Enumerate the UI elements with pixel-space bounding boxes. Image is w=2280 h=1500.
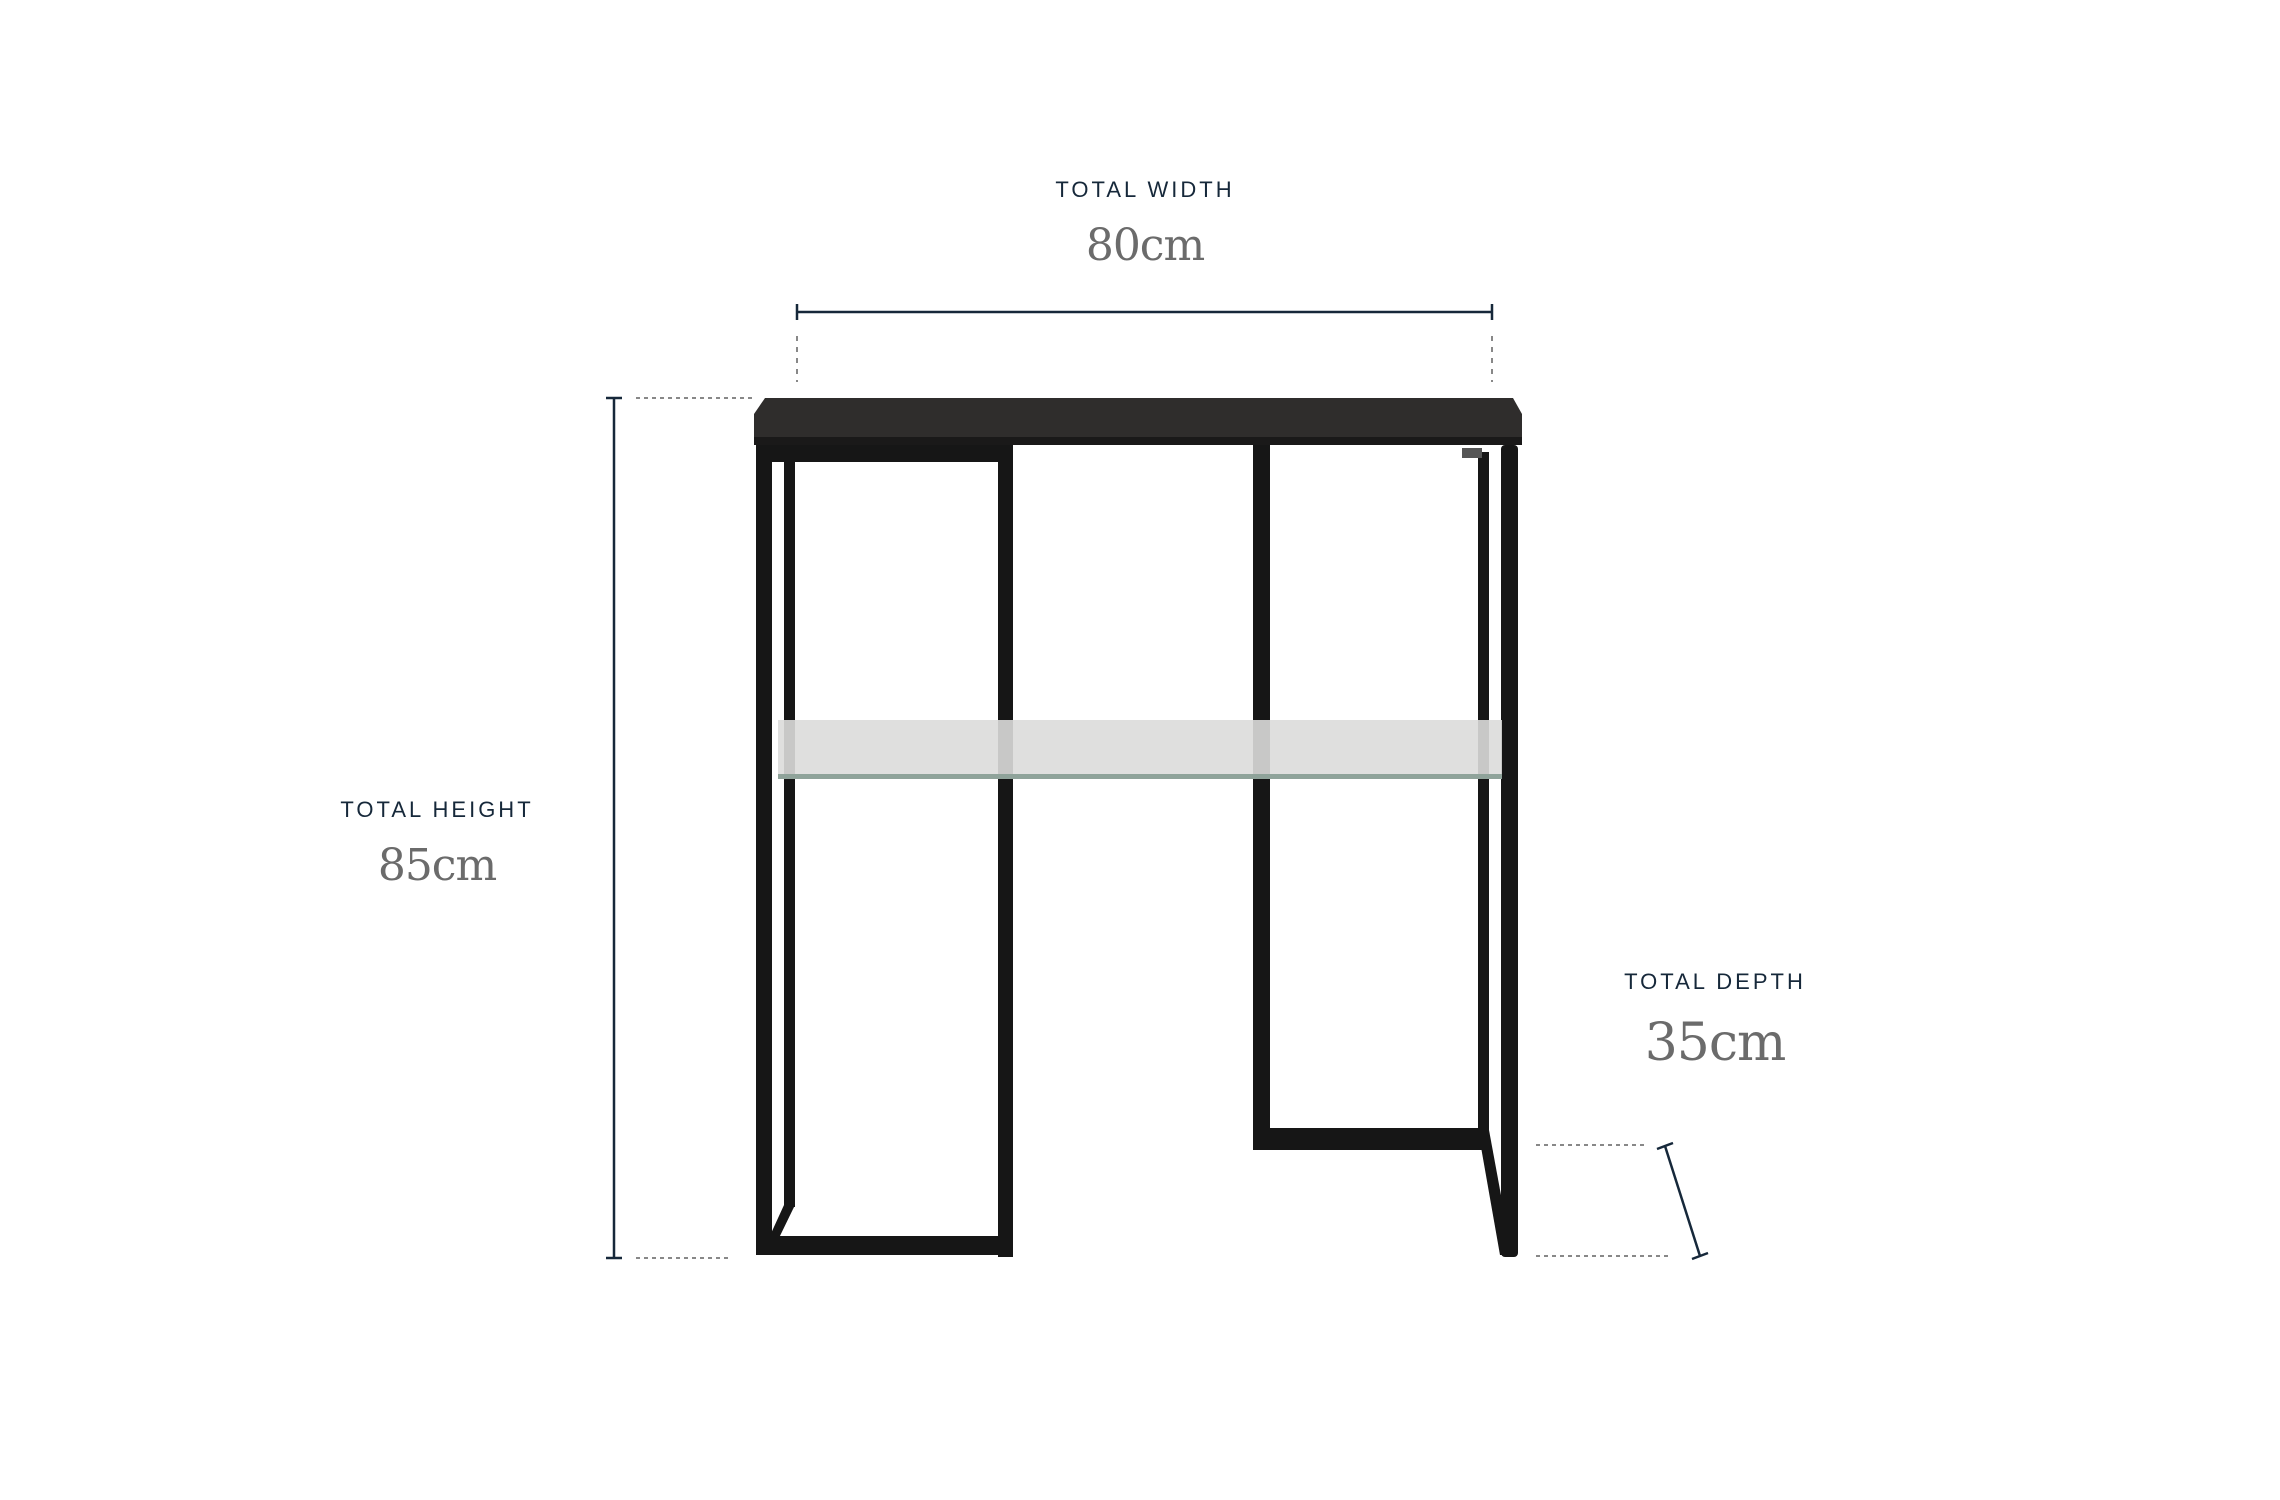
depth-guide-lines: [1536, 1144, 1672, 1257]
height-value: 85cm: [377, 840, 497, 891]
depth-label: TOTAL DEPTH: [1624, 969, 1806, 994]
glass-shelf: [778, 720, 1502, 779]
width-guide-lines: [796, 336, 1493, 382]
height-dimension-line: [606, 396, 622, 1260]
depth-value: 35cm: [1644, 1013, 1787, 1073]
height-guide-lines: [636, 397, 754, 1259]
table-top: [754, 398, 1522, 445]
depth-dimension-line: [1656, 1141, 1709, 1261]
height-label: TOTAL HEIGHT: [340, 797, 534, 822]
width-dimension-line: [795, 304, 1494, 320]
width-label: TOTAL WIDTH: [1055, 177, 1235, 202]
width-value: 80cm: [1085, 220, 1205, 271]
table-frame: [756, 445, 1518, 1257]
